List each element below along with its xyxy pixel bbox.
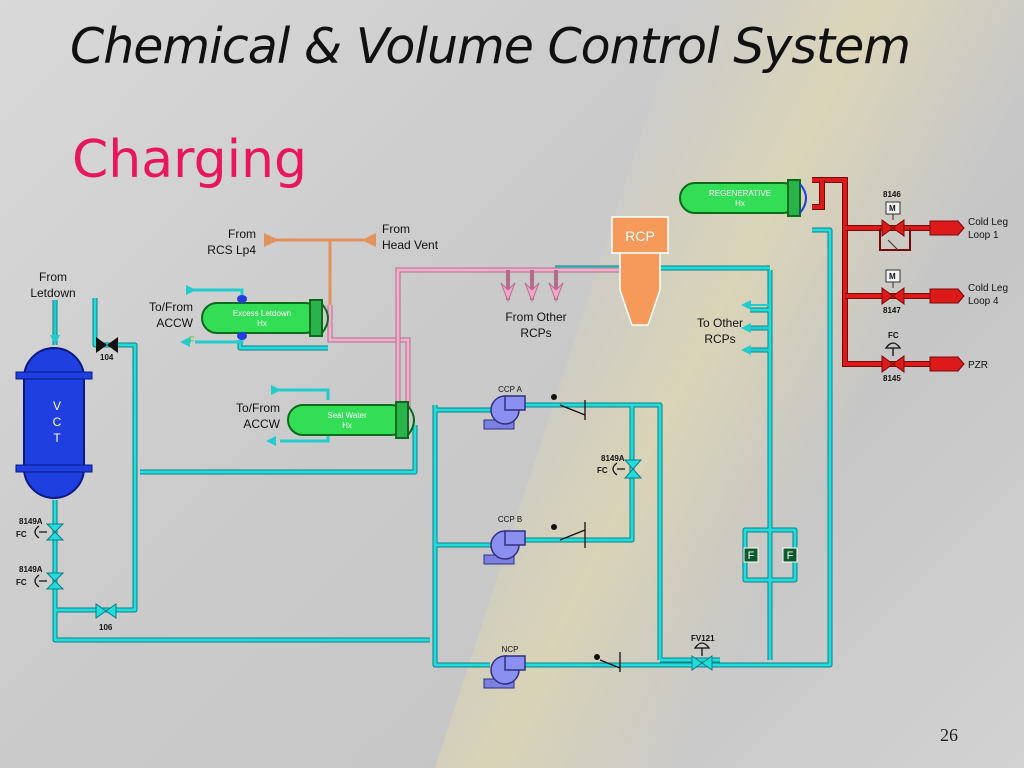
actuators	[34, 342, 902, 656]
valve-8146-motor: M	[889, 204, 896, 213]
vct-letter-v: V	[53, 399, 61, 413]
charging-piping	[52, 227, 833, 668]
regenerative-hx-label-2: Hx	[735, 199, 745, 208]
seal-water-hx: Seal Water Hx	[287, 401, 415, 439]
valve-8149a-2-label: 8149A	[19, 565, 43, 574]
valve-106-label: 106	[99, 623, 113, 632]
accw-a-label-1: To/From	[149, 300, 193, 314]
ncp-label: NCP	[502, 645, 519, 654]
regenerative-hx-label-1: REGENERATIVE	[709, 189, 771, 198]
ccp-b-pump: CCP B	[483, 515, 526, 565]
accw-b-label-2: ACCW	[243, 417, 280, 431]
hot-pipe-arrow-heads	[929, 220, 965, 372]
valve-8149a-1-label: 8149A	[19, 517, 43, 526]
valve-8149a-3-fc: FC	[597, 466, 608, 475]
seal-water-hx-label-1: Seal Water	[327, 411, 367, 420]
vct-letter-c: C	[53, 415, 62, 429]
valve-104-label: 104	[100, 353, 114, 362]
from-rcs-label-1: From	[228, 227, 256, 241]
cold-leg-4-label-a: Cold Leg	[968, 283, 1008, 294]
pzr-label: PZR	[968, 360, 988, 371]
filter-1-label: F	[748, 550, 755, 562]
ccp-b-label: CCP B	[498, 515, 522, 524]
cyan-valves	[45, 459, 713, 671]
ncp-pump: NCP	[483, 645, 526, 689]
valve-fv121-label: FV121	[691, 634, 715, 643]
from-letdown-label-1: From	[39, 270, 67, 284]
cold-leg-1-label-b: Loop 1	[968, 230, 999, 241]
valve-104	[96, 337, 118, 353]
to-other-rcps-label-1: To Other	[697, 316, 743, 330]
cold-leg-1-label-a: Cold Leg	[968, 217, 1008, 228]
vct-letter-t: T	[53, 431, 61, 445]
filter-2-label: F	[787, 550, 794, 562]
excess-letdown-hx-label-1: Excess Letdown	[233, 309, 291, 318]
valve-8149a-3-label: 8149A	[601, 454, 625, 463]
accw-a-label-2: ACCW	[156, 316, 193, 330]
valve-8149a-2-fc: FC	[16, 578, 27, 587]
excess-letdown-hx: Excess Letdown Hx F	[189, 295, 329, 345]
head-vent-piping	[268, 238, 372, 305]
from-head-vent-label-1: From	[382, 222, 410, 236]
valve-8149a-1-fc: FC	[16, 530, 27, 539]
ccp-a-label: CCP A	[498, 385, 523, 394]
regenerative-hx: REGENERATIVE Hx	[679, 179, 807, 217]
valve-8147-label: 8147	[883, 306, 901, 315]
from-other-rcps-label-1: From Other	[505, 310, 566, 324]
seal-water-hx-label-2: Hx	[342, 421, 352, 430]
valve-8145-fc: FC	[888, 331, 899, 340]
cold-leg-4-label-b: Loop 4	[968, 296, 999, 307]
flow-arrows	[50, 300, 770, 355]
excess-letdown-hx-label-2: Hx	[257, 319, 267, 328]
from-other-rcps-arrows	[500, 282, 564, 303]
letdown-piping	[327, 267, 620, 410]
check-valves	[559, 400, 621, 672]
vct-tank: V C T	[15, 347, 93, 499]
slide-title: Chemical & Volume Control System	[70, 18, 911, 75]
page-number: 26	[940, 725, 958, 745]
valve-8146-label: 8146	[883, 190, 901, 199]
from-letdown-label-2: Letdown	[30, 286, 75, 300]
excess-letdown-f-label: F	[189, 335, 195, 345]
red-valves	[881, 219, 905, 373]
ccp-a-pump: CCP A	[483, 385, 526, 430]
valve-8145-label: 8145	[883, 374, 901, 383]
filters: F F	[743, 547, 798, 563]
rcp-label: RCP	[625, 228, 655, 244]
slide-subtitle: Charging	[72, 130, 308, 190]
from-other-rcps-label-2: RCPs	[520, 326, 551, 340]
to-other-rcps-label-2: RCPs	[704, 332, 735, 346]
valve-8147-motor: M	[889, 272, 896, 281]
rcp-pump: RCP	[611, 216, 669, 326]
accw-b-label-1: To/From	[236, 401, 280, 415]
from-head-vent-label-2: Head Vent	[382, 238, 439, 252]
from-rcs-label-2: RCS Lp4	[207, 243, 256, 257]
